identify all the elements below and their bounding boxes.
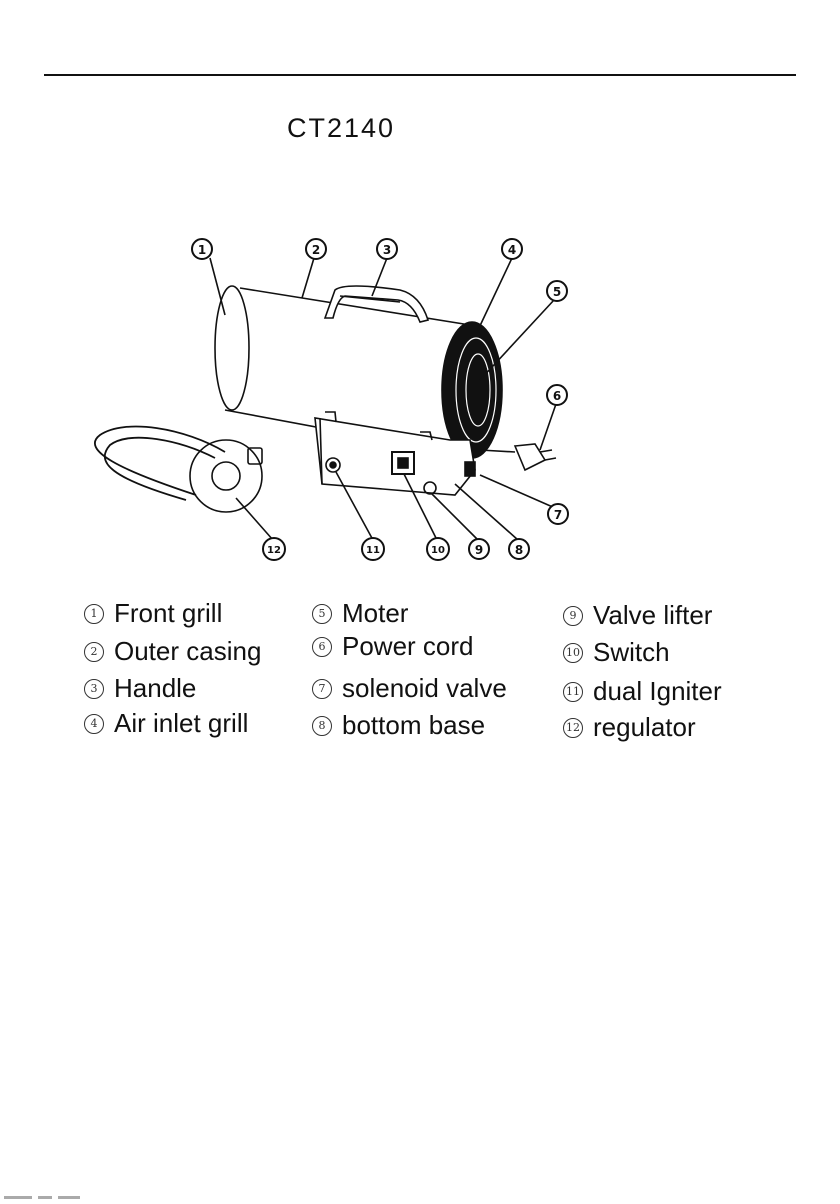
air-inlet-grill bbox=[442, 322, 502, 458]
solenoid-knob bbox=[465, 462, 475, 476]
legend-item-switch: 10 Switch bbox=[563, 637, 670, 668]
legend-label: bottom base bbox=[342, 710, 485, 741]
legend-num: 1 bbox=[84, 604, 104, 624]
legend-item-regulator: 12 regulator bbox=[563, 712, 696, 743]
legend-label: Power cord bbox=[342, 631, 474, 662]
legend-item-solenoid-valve: 7 solenoid valve bbox=[312, 673, 507, 704]
svg-text:6: 6 bbox=[553, 389, 561, 403]
legend-label: Air inlet grill bbox=[114, 708, 248, 739]
legend-num: 6 bbox=[312, 637, 332, 657]
legend-num: 5 bbox=[312, 604, 332, 624]
legend-item-outer-casing: 2 Outer casing bbox=[84, 636, 261, 667]
legend-label: Moter bbox=[342, 598, 408, 629]
svg-text:11: 11 bbox=[366, 545, 380, 556]
callout-6: 6 bbox=[547, 385, 567, 405]
legend-label: Front grill bbox=[114, 598, 222, 629]
svg-text:1: 1 bbox=[198, 243, 206, 257]
callout-7: 7 bbox=[548, 504, 568, 524]
legend-label: Switch bbox=[593, 637, 670, 668]
svg-text:10: 10 bbox=[431, 545, 445, 556]
svg-text:12: 12 bbox=[267, 545, 281, 556]
regulator-cap bbox=[212, 462, 240, 490]
callout-12: 12 bbox=[263, 538, 285, 560]
callout-1: 1 bbox=[192, 239, 212, 259]
svg-text:5: 5 bbox=[553, 285, 561, 299]
legend-item-air-inlet-grill: 4 Air inlet grill bbox=[84, 708, 248, 739]
svg-text:9: 9 bbox=[475, 543, 483, 557]
regulator-body bbox=[190, 440, 262, 512]
footer-marks bbox=[4, 1186, 134, 1190]
callout-8: 8 bbox=[509, 539, 529, 559]
legend-num: 10 bbox=[563, 643, 583, 663]
svg-text:2: 2 bbox=[312, 243, 320, 257]
callout-4: 4 bbox=[502, 239, 522, 259]
callout-10: 10 bbox=[427, 538, 449, 560]
legend-label: Valve lifter bbox=[593, 600, 712, 631]
legend-num: 8 bbox=[312, 716, 332, 736]
legend-label: regulator bbox=[593, 712, 696, 743]
legend-label: Handle bbox=[114, 673, 196, 704]
svg-text:4: 4 bbox=[508, 243, 516, 257]
legend-item-dual-igniter: 11 dual Igniter bbox=[563, 676, 722, 707]
legend-label: solenoid valve bbox=[342, 673, 507, 704]
legend-item-front-grill: 1 Front grill bbox=[84, 598, 222, 629]
legend-num: 2 bbox=[84, 642, 104, 662]
legend-label: Outer casing bbox=[114, 636, 261, 667]
callout-2: 2 bbox=[306, 239, 326, 259]
legend-num: 3 bbox=[84, 679, 104, 699]
legend-num: 9 bbox=[563, 606, 583, 626]
legend-item-handle: 3 Handle bbox=[84, 673, 196, 704]
legend-num: 7 bbox=[312, 679, 332, 699]
gas-hose bbox=[95, 427, 225, 500]
front-grill bbox=[215, 286, 249, 410]
svg-text:8: 8 bbox=[515, 543, 523, 557]
legend-item-moter: 5 Moter bbox=[312, 598, 408, 629]
legend-num: 11 bbox=[563, 682, 583, 702]
legend-num: 12 bbox=[563, 718, 583, 738]
legend-num: 4 bbox=[84, 714, 104, 734]
svg-text:7: 7 bbox=[554, 508, 562, 522]
callout-3: 3 bbox=[377, 239, 397, 259]
callout-9: 9 bbox=[469, 539, 489, 559]
legend-item-power-cord: 6 Power cord bbox=[312, 631, 474, 662]
legend-item-valve-lifter: 9 Valve lifter bbox=[563, 600, 712, 631]
legend-item-bottom-base: 8 bottom base bbox=[312, 710, 485, 741]
callout-11: 11 bbox=[362, 538, 384, 560]
svg-text:3: 3 bbox=[383, 243, 391, 257]
legend-label: dual Igniter bbox=[593, 676, 722, 707]
callout-5: 5 bbox=[547, 281, 567, 301]
